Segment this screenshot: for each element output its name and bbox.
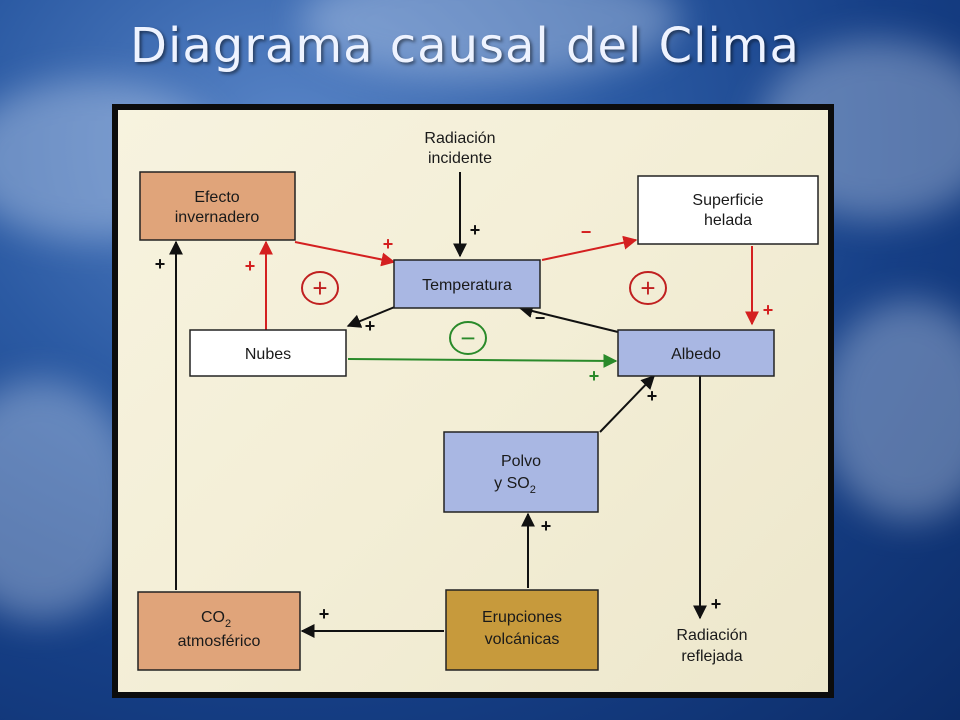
sign-albedo-reflejada: + xyxy=(711,594,722,614)
svg-text:Polvo: Polvo xyxy=(501,453,541,470)
node-efecto-invernadero: Efecto invernadero xyxy=(139,171,296,241)
diagram-panel: + + + + − + + − + + + + + + − + xyxy=(112,104,834,698)
node-radiacion-reflejada: Radiación reflejada xyxy=(676,627,747,665)
svg-text:−: − xyxy=(460,323,475,353)
svg-text:Radiación: Radiación xyxy=(676,627,747,644)
arrow-temperatura-superficie xyxy=(541,235,638,261)
svg-text:CO2: CO2 xyxy=(201,609,231,630)
sign-superficie-albedo: + xyxy=(763,300,774,320)
sign-polvo-albedo: + xyxy=(647,386,658,406)
svg-text:+: + xyxy=(640,273,655,303)
sign-temperatura-nubes: + xyxy=(365,316,376,336)
node-co2-atmosferico: CO2 atmosférico xyxy=(137,591,301,671)
sign-erupciones-polvo: + xyxy=(541,516,552,536)
svg-text:Nubes: Nubes xyxy=(245,346,291,363)
diagram-paper: + + + + − + + − + + + + + + − + xyxy=(118,110,828,692)
svg-text:invernadero: invernadero xyxy=(175,209,260,226)
svg-text:+: + xyxy=(312,273,327,303)
node-erupciones-volcanicas: Erupciones volcánicas xyxy=(445,589,599,671)
node-polvo-so2: Polvo y SO2 xyxy=(443,431,599,513)
node-temperatura: Temperatura xyxy=(393,259,541,309)
svg-text:Efecto: Efecto xyxy=(194,189,239,206)
loop-center-negative: − xyxy=(449,321,487,355)
sign-albedo-temperatura: − xyxy=(535,308,546,328)
sign-temperatura-superficie: − xyxy=(581,222,592,242)
svg-text:y SO2: y SO2 xyxy=(494,475,536,496)
svg-text:Superficie: Superficie xyxy=(692,192,763,209)
arrow-polvo-albedo xyxy=(599,374,655,433)
sign-erupciones-co2: + xyxy=(319,604,330,624)
svg-text:helada: helada xyxy=(704,212,752,229)
svg-text:reflejada: reflejada xyxy=(681,648,742,665)
arrow-temperatura-nubes xyxy=(346,303,403,328)
sign-nubes-efecto: + xyxy=(245,256,256,276)
sign-radiacion-temperatura: + xyxy=(470,220,481,240)
arrow-albedo-temperatura xyxy=(518,304,619,333)
svg-text:atmosférico: atmosférico xyxy=(178,633,261,650)
node-albedo: Albedo xyxy=(617,329,775,377)
svg-text:Erupciones: Erupciones xyxy=(482,609,562,626)
causal-diagram: + + + + − + + − + + + + + + − + xyxy=(137,130,819,671)
sign-efecto-temperatura: + xyxy=(383,234,394,254)
sign-co2-efecto: + xyxy=(155,254,166,274)
svg-text:Albedo: Albedo xyxy=(671,346,721,363)
loop-right-positive: + xyxy=(629,271,667,305)
node-superficie-helada: Superficie helada xyxy=(637,175,819,245)
node-nubes: Nubes xyxy=(189,329,347,377)
arrow-nubes-albedo xyxy=(347,353,618,368)
arrow-efecto-temperatura xyxy=(294,241,396,267)
loop-left-positive: + xyxy=(301,271,339,305)
svg-text:Temperatura: Temperatura xyxy=(422,277,512,294)
node-radiacion-incidente: Radiación incidente xyxy=(424,130,495,167)
svg-text:volcánicas: volcánicas xyxy=(485,631,560,648)
sign-nubes-albedo: + xyxy=(589,366,600,386)
page-title: Diagrama causal del Clima xyxy=(130,18,800,74)
svg-text:Radiación: Radiación xyxy=(424,130,495,147)
svg-text:incidente: incidente xyxy=(428,150,492,167)
